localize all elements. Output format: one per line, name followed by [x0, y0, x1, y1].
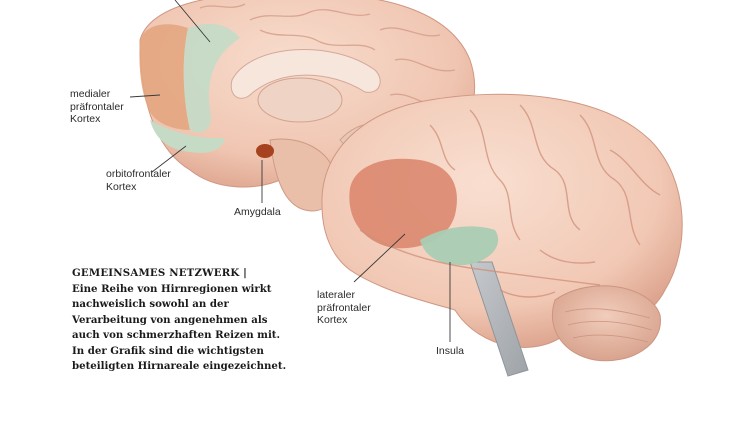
leader-orbitofrontal [151, 145, 187, 173]
label-orbitofrontal-cortex: orbitofrontaler Kortex [106, 168, 171, 193]
label-medial-prefrontal-cortex: medialer präfrontaler Kortex [70, 88, 124, 125]
caption-body: Eine Reihe von Hirnregionen wirkt nachwe… [72, 282, 287, 373]
label-lateral-prefrontal-cortex: lateraler präfrontaler Kortex [317, 289, 371, 326]
caption-heading: GEMEINSAMES NETZWERK | [72, 267, 248, 279]
leader-medial-pfc [129, 94, 161, 98]
leader-top [174, 0, 211, 43]
label-insula: Insula [436, 345, 465, 357]
leader-lateral-pfc [353, 233, 406, 283]
label-amygdala: Amygdala [234, 206, 281, 218]
figure-caption: GEMEINSAMES NETZWERK | Eine Reihe von Hi… [72, 266, 287, 375]
lateral-brain [321, 93, 683, 377]
leader-lines [129, 0, 451, 342]
